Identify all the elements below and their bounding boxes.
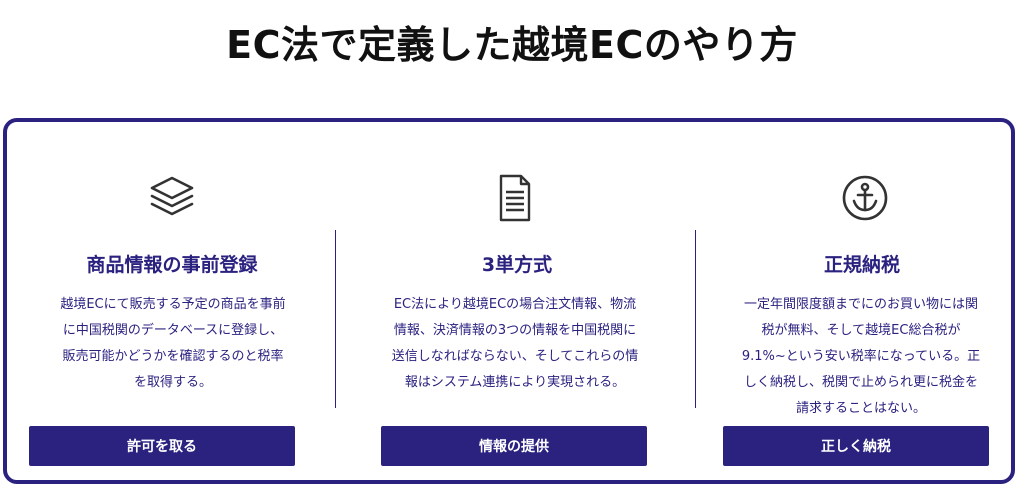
step-description: 越境ECにて販売する予定の商品を事前に中国税関のデータベースに登録し、販売可能か… — [60, 297, 286, 390]
step-description: EC法により越境ECの場合注文情報、物流情報、決済情報の3つの情報を中国税関に送… — [391, 297, 639, 390]
step-column-proper-tax: 正規納税 一定年間限度額までにのお買い物には関税が無料、そして越境EC総合税が9… — [715, 122, 1009, 480]
provide-information-button[interactable]: 情報の提供 — [381, 426, 647, 466]
step-title: 3単方式 — [481, 254, 553, 276]
column-divider — [335, 230, 336, 408]
step-title: 商品情報の事前登録 — [86, 254, 258, 276]
column-divider — [695, 230, 696, 408]
anchor-icon — [842, 175, 888, 221]
page-title: EC法で定義した越境ECのやり方 — [226, 23, 798, 67]
steps-panel: 商品情報の事前登録 越境ECにて販売する予定の商品を事前に中国税関のデータベース… — [3, 118, 1015, 484]
step-column-three-documents: 3単方式 EC法により越境ECの場合注文情報、物流情報、決済情報の3つの情報を中… — [367, 122, 667, 480]
step-title: 正規納税 — [823, 254, 900, 276]
get-permission-button[interactable]: 許可を取る — [29, 426, 295, 466]
step-column-product-registration: 商品情報の事前登録 越境ECにて販売する予定の商品を事前に中国税関のデータベース… — [25, 122, 319, 480]
stacked-layers-icon — [150, 176, 194, 216]
step-description: 一定年間限度額までにのお買い物には関税が無料、そして越境EC総合税が9.1%~と… — [741, 297, 981, 416]
document-icon — [499, 174, 531, 222]
pay-tax-properly-button[interactable]: 正しく納税 — [723, 426, 989, 466]
